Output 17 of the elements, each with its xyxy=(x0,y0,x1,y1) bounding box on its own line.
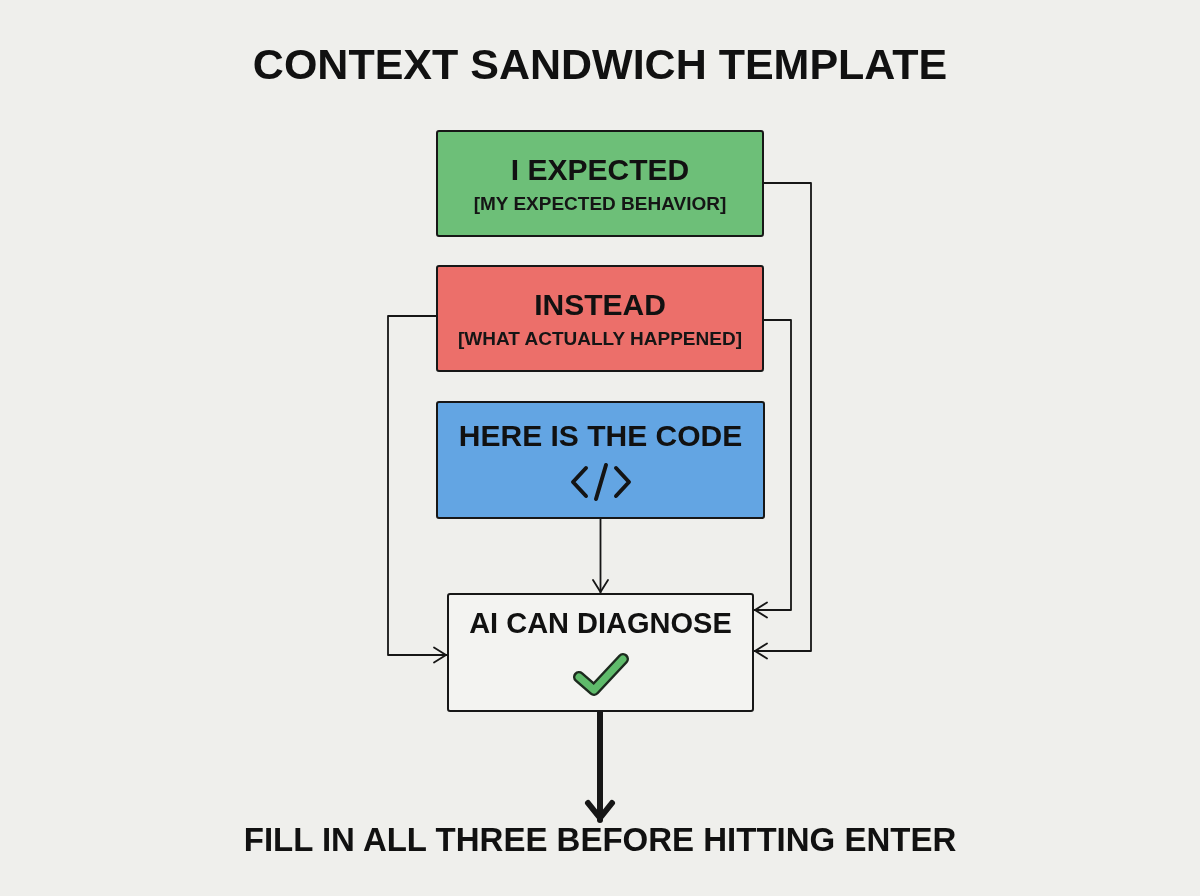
closing-instruction: FILL IN ALL THREE BEFORE HITTING ENTER xyxy=(243,820,957,860)
bold-arrow xyxy=(585,709,615,823)
connector-arrow xyxy=(753,182,812,660)
process-box xyxy=(436,130,764,237)
step-note: [MY EXPECTED BEHAVIOR] xyxy=(473,193,727,215)
process-box xyxy=(436,265,764,372)
step-note: [WHAT ACTUALLY HAPPENED] xyxy=(458,328,742,350)
step-heading: AI CAN DIAGNOSE xyxy=(469,607,732,640)
result-box xyxy=(447,593,754,712)
step-heading: HERE IS THE CODE xyxy=(458,418,743,452)
process-box xyxy=(436,401,765,519)
connector-arrow xyxy=(387,315,448,664)
step-heading: I EXPECTED xyxy=(510,152,690,186)
connector-arrow xyxy=(592,518,609,594)
step-heading: INSTEAD xyxy=(534,287,666,321)
diagram-title: CONTEXT SANDWICH TEMPLATE xyxy=(252,40,948,90)
connector-arrow xyxy=(753,319,792,619)
